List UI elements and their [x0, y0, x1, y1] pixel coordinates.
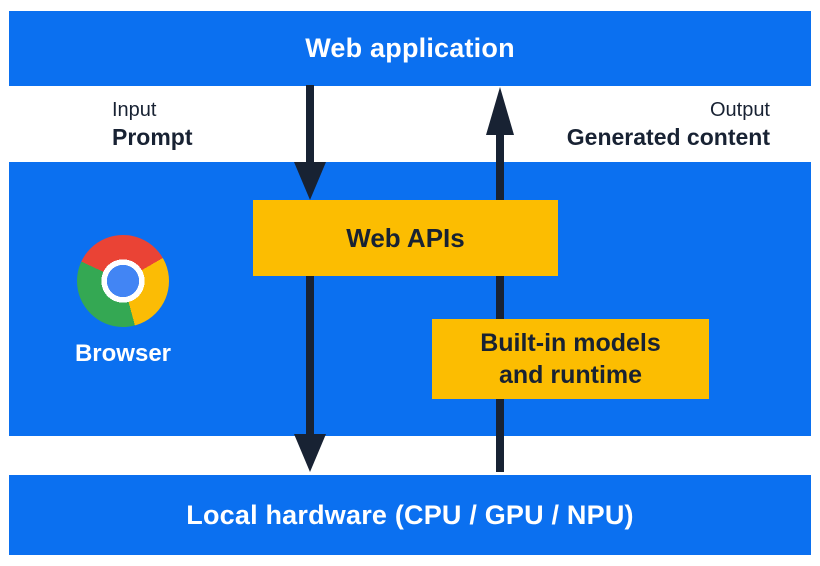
up-arrow-head-icon — [486, 87, 514, 135]
web-application-bar: Web application — [9, 11, 811, 86]
web-application-label: Web application — [305, 33, 515, 63]
down-arrow-head-bottom-icon — [294, 434, 326, 472]
web-apis-box: Web APIs — [253, 200, 558, 276]
chrome-icon — [77, 235, 169, 327]
builtin-models-box: Built-in models and runtime — [432, 319, 709, 399]
input-labels: Input Prompt — [112, 99, 193, 150]
browser-label: Browser — [74, 340, 172, 367]
builtin-models-label-line2: and runtime — [498, 361, 643, 389]
generated-content-label: Generated content — [566, 124, 770, 150]
prompt-label: Prompt — [112, 124, 193, 150]
input-label: Input — [112, 99, 157, 121]
down-arrow-head-icon — [294, 162, 326, 200]
local-hardware-bar: Local hardware (CPU / GPU / NPU) — [9, 475, 811, 555]
builtin-models-label-line1: Built-in models — [480, 329, 661, 357]
down-arrow-line-bottom — [306, 276, 314, 436]
web-apis-label: Web APIs — [346, 222, 465, 253]
up-arrow-line — [496, 130, 504, 472]
output-label: Output — [709, 99, 770, 121]
down-arrow-line-top — [306, 85, 314, 165]
output-labels: Output Generated content — [567, 99, 770, 150]
local-hardware-label: Local hardware (CPU / GPU / NPU) — [186, 499, 634, 530]
